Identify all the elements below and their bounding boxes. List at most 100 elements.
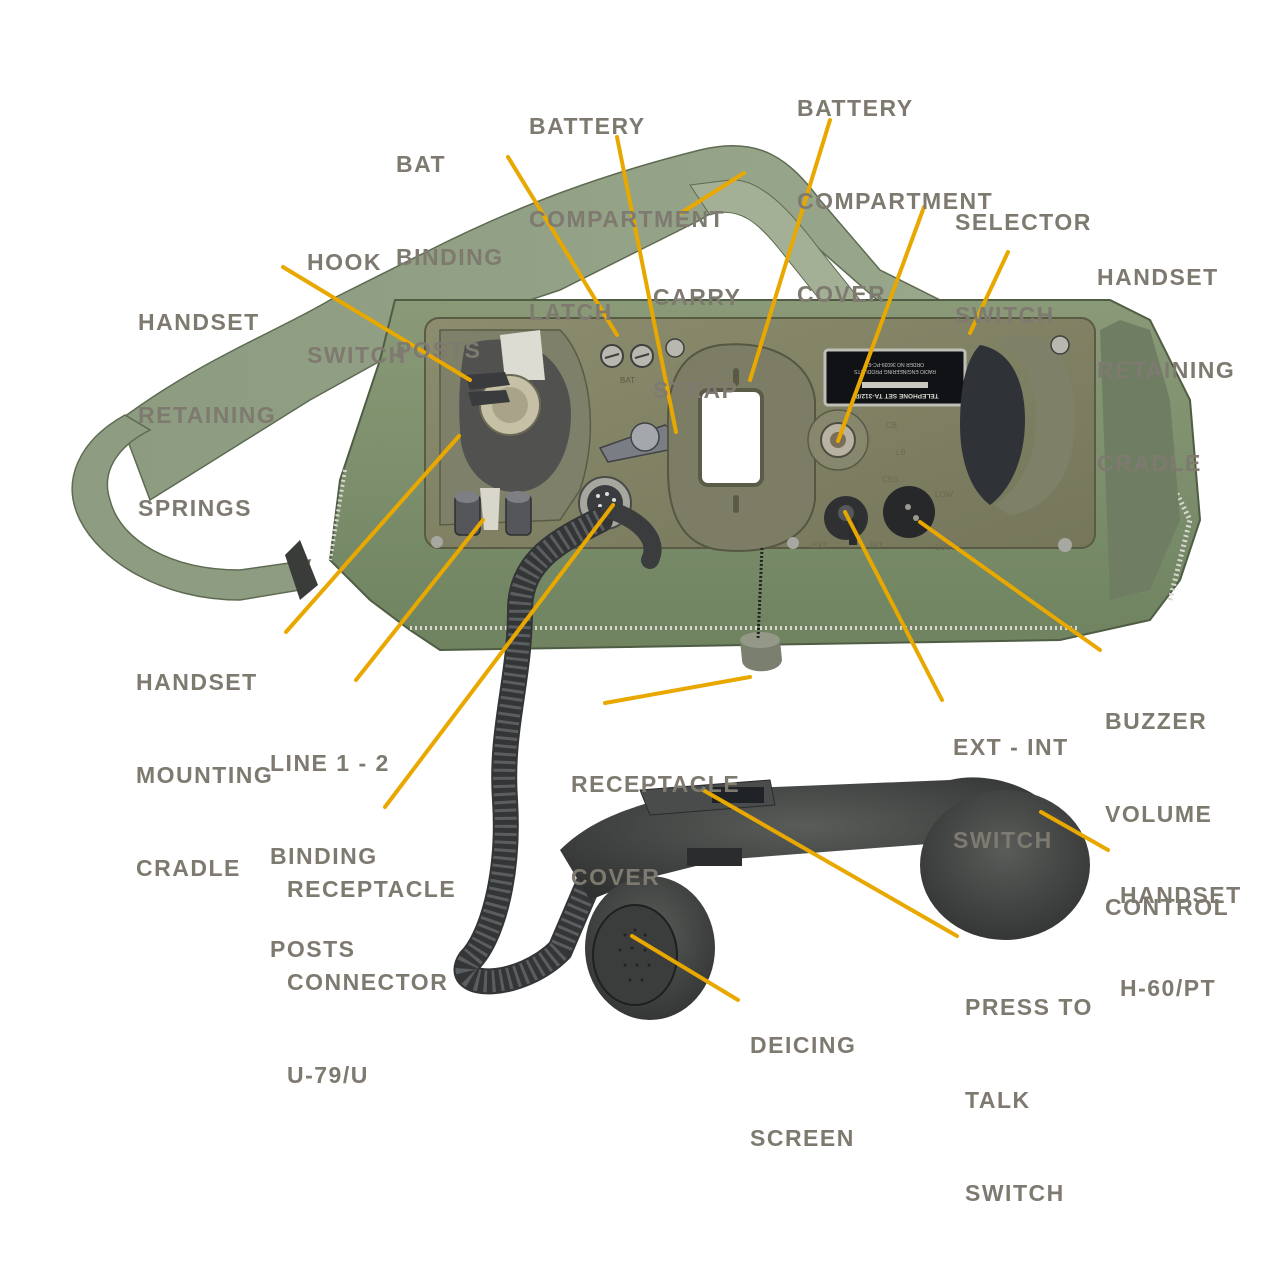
label-line: TALK xyxy=(965,1087,1031,1113)
leader-handset xyxy=(1039,810,1110,852)
label-line: SWITCH xyxy=(307,342,407,368)
label-line: SWITCH xyxy=(965,1180,1065,1206)
label-line: COMPARTMENT xyxy=(797,188,994,214)
leader-handset-retaining-cradle xyxy=(968,250,1010,335)
leader-lines xyxy=(281,118,1110,1002)
label-line: STRAP xyxy=(653,377,739,403)
nameplate-line1: TELEPHONE SET TA-312/PT xyxy=(851,392,938,399)
coiled-cord xyxy=(453,501,662,995)
label-line: CONTROL xyxy=(1105,894,1230,920)
leader-battery-compartment-cover xyxy=(748,118,832,382)
bat-binding-posts: BAT xyxy=(600,338,685,385)
label-line: EXT - INT xyxy=(953,734,1069,760)
label-line: MOUNTING xyxy=(136,762,274,788)
label-carry-strap: CARRY STRAP xyxy=(653,220,741,468)
nameplate-line3: RADIO ENGINEERING PRODUCTS xyxy=(854,368,936,374)
leader-buzzer-volume-control xyxy=(918,520,1102,652)
leader-receptacle-cover xyxy=(603,675,752,705)
label-line: BATTERY xyxy=(797,95,914,121)
label-line: LATCH xyxy=(529,299,613,325)
label-line: SWITCH xyxy=(953,827,1053,853)
label-line: U-79/U xyxy=(287,1062,369,1088)
leader-handset-retaining-springs xyxy=(281,265,472,382)
ext-marking: EXT xyxy=(812,541,828,550)
label-bat-binding-posts: BAT BINDING POSTS xyxy=(396,87,504,428)
label-line: POSTS xyxy=(270,936,356,962)
nameplate-line4: ORDER NO 36039-PC-63 xyxy=(866,361,924,367)
label-receptacle-cover: RECEPTACLE COVER xyxy=(571,707,740,955)
label-line: SELECTOR xyxy=(955,209,1092,235)
label-line: BUZZER xyxy=(1105,708,1208,734)
label-line: SCREEN xyxy=(750,1125,855,1151)
label-line: BINDING xyxy=(396,244,504,270)
label-line: COVER xyxy=(571,864,661,890)
label-buzzer-volume-control: BUZZER VOLUME CONTROL xyxy=(1105,644,1229,985)
label-line: H-60/PT xyxy=(1120,975,1217,1001)
label-line: HANDSET xyxy=(1120,882,1242,908)
handset-retaining-cradle xyxy=(960,334,1075,515)
bat-marking: BAT xyxy=(620,376,635,385)
label-battery-compartment-latch: BATTERY COMPARTMENT LATCH xyxy=(529,49,725,390)
label-line: RETAINING xyxy=(138,402,277,428)
label-receptacle-connector: RECEPTACLE CONNECTOR U-79/U xyxy=(287,812,456,1153)
selector-mark-3: CBS xyxy=(882,475,898,484)
earpiece xyxy=(920,790,1090,940)
label-line: COVER xyxy=(797,281,887,307)
leader-handset-mounting-cradle xyxy=(284,434,461,634)
label-ext-int-switch: EXT - INT SWITCH xyxy=(953,670,1069,918)
label-line: RETAINING xyxy=(1097,357,1236,383)
leader-ext-int-switch xyxy=(843,510,944,702)
label-handset-retaining-springs: HANDSET RETAINING SPRINGS xyxy=(138,245,276,586)
label-line: RECEPTACLE xyxy=(287,876,457,902)
receptacle-cover xyxy=(740,547,782,672)
line-binding-posts xyxy=(454,488,532,536)
label-line: POSTS xyxy=(396,337,482,363)
label-hook-switch: HOOK SWITCH xyxy=(307,185,407,433)
battery-compartment-cover xyxy=(667,343,816,552)
nameplate: TELEPHONE SET TA-312/PT RADIO ENGINEERIN… xyxy=(823,348,967,407)
leader-carry-strap xyxy=(679,171,746,215)
label-battery-compartment-cover: BATTERY COMPARTMENT COVER xyxy=(797,31,993,372)
label-line-binding-posts: LINE 1 - 2 BINDING POSTS xyxy=(270,686,390,1027)
label-press-to-talk-switch: PRESS TO TALK SWITCH xyxy=(965,930,1093,1271)
label-line: HANDSET xyxy=(138,309,260,335)
label-line: LINE 1 - 2 xyxy=(270,750,390,776)
leader-press-to-talk-switch xyxy=(701,788,959,938)
label-line: DEICING xyxy=(750,1032,857,1058)
label-line: CONNECTOR xyxy=(287,969,449,995)
int-marking: INT xyxy=(870,541,883,550)
label-handset: HANDSET H-60/PT xyxy=(1120,818,1242,1066)
leader-receptacle-connector xyxy=(383,503,615,809)
label-deicing-screen: DEICING SCREEN xyxy=(750,968,856,1216)
carry-strap xyxy=(71,144,942,601)
label-selector-switch: SELECTOR SWITCH xyxy=(955,145,1092,393)
press-to-talk-switch xyxy=(639,779,776,816)
leader-bat-binding-posts xyxy=(506,155,619,337)
label-handset-retaining-cradle: HANDSET RETAINING CRADLE xyxy=(1097,200,1235,541)
leader-deicing-screen xyxy=(630,934,740,1002)
label-line: RECEPTACLE xyxy=(571,771,741,797)
selector-mark-1: CB xyxy=(886,421,897,430)
label-line: SWITCH xyxy=(955,302,1055,328)
label-line: BINDING xyxy=(270,843,378,869)
label-line: CARRY xyxy=(653,284,742,310)
front-panel: BAT xyxy=(424,317,1096,552)
battery-compartment-latch xyxy=(598,422,681,463)
buzzer-loud-marking: LOUD xyxy=(935,543,957,552)
handset-retaining-springs xyxy=(465,372,510,406)
label-line: SPRINGS xyxy=(138,495,253,521)
telephone-illustration: BAT xyxy=(71,118,1202,1020)
label-line: CRADLE xyxy=(136,855,241,881)
label-handset-mounting-cradle: HANDSET MOUNTING CRADLE xyxy=(136,605,273,946)
label-line: COMPARTMENT xyxy=(529,206,726,232)
telephone-diagram: BAT xyxy=(71,31,1240,1206)
label-line: BAT xyxy=(396,151,447,177)
label-line: VOLUME xyxy=(1105,801,1213,827)
handset xyxy=(560,777,1090,1020)
selector-mark-2: LB xyxy=(896,448,906,457)
label-line: BATTERY xyxy=(529,113,646,139)
leader-selector-switch xyxy=(836,205,926,443)
leader-line-binding-posts xyxy=(354,518,485,682)
label-line: HOOK xyxy=(307,249,382,275)
label-line: CRADLE xyxy=(1097,450,1202,476)
